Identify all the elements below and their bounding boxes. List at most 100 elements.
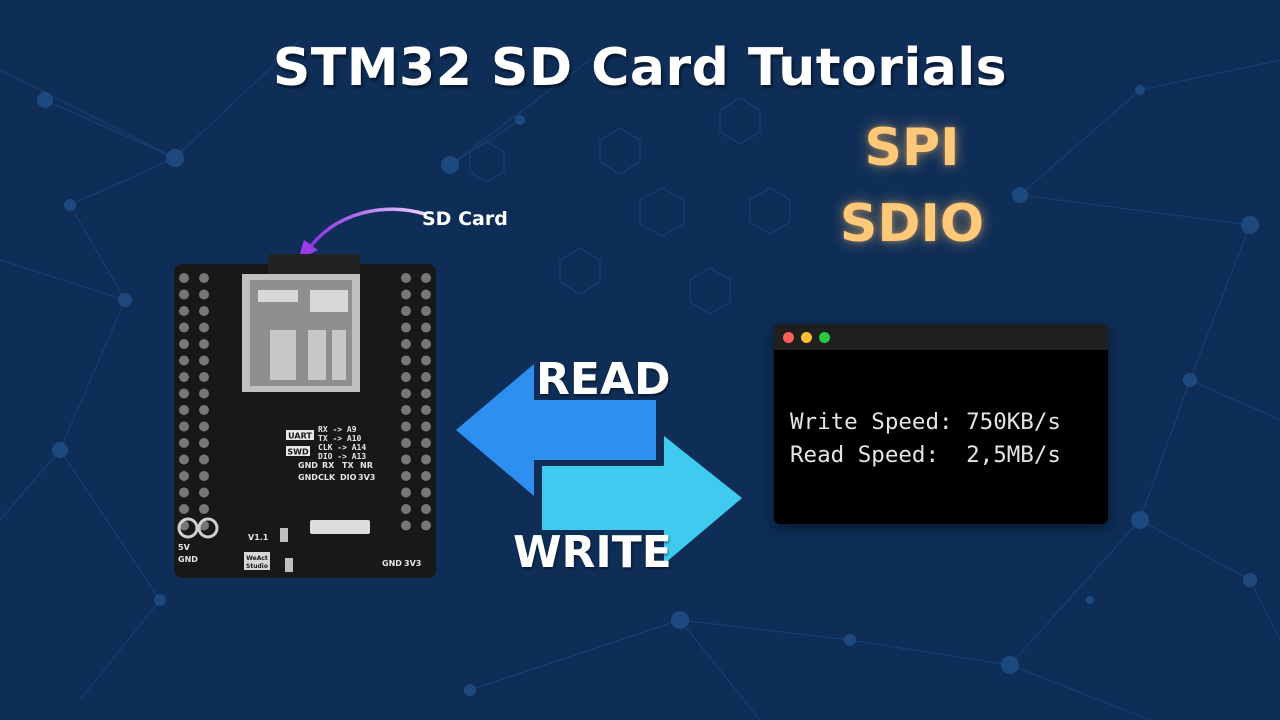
header-pin	[421, 372, 431, 382]
brand-logo-text: Studio	[246, 563, 268, 570]
header-pin	[199, 322, 209, 333]
pin-note: DIO -> A13	[318, 452, 366, 461]
header-pin	[179, 322, 189, 333]
header-pin	[199, 504, 209, 514]
header-pin	[401, 487, 411, 498]
maximize-window-dot-icon[interactable]	[819, 332, 830, 343]
header-pin	[179, 388, 189, 399]
header-pin	[179, 273, 189, 283]
write-arrow	[542, 436, 742, 564]
header-pin	[179, 421, 189, 432]
header-pin	[401, 355, 411, 366]
header-pin	[199, 438, 209, 448]
header-pin	[421, 421, 431, 432]
pin-note: CLK -> A14	[318, 443, 366, 452]
page-title: STM32 SD Card Tutorials	[272, 38, 1008, 98]
header-pin	[401, 388, 411, 399]
terminal-window: Write Speed: 750KB/s Read Speed: 2,5MB/s	[774, 324, 1108, 524]
header-pin	[421, 339, 431, 349]
header-pin	[401, 322, 411, 333]
header-pin	[401, 339, 411, 349]
close-window-dot-icon[interactable]	[783, 332, 794, 343]
header-pin	[421, 471, 431, 481]
header-pin	[401, 306, 411, 316]
pin-note: TX -> A10	[318, 434, 362, 443]
uart-tag: UART	[288, 432, 312, 441]
header-pin	[421, 388, 431, 399]
header-pin	[179, 355, 189, 366]
header-pin	[199, 487, 209, 498]
header-label: NR	[360, 461, 373, 470]
header-label: RX	[322, 461, 335, 470]
header-pin	[401, 454, 411, 465]
header-pin	[401, 289, 411, 300]
read-arrow	[456, 364, 656, 496]
header-pin	[179, 454, 189, 465]
header-label: GND	[298, 461, 318, 470]
protocol-spi-label: SPI	[864, 118, 960, 178]
minimize-window-dot-icon[interactable]	[801, 332, 812, 343]
header-pin	[421, 322, 431, 333]
read-label: READ	[536, 354, 671, 405]
header-pin	[421, 273, 431, 283]
header-pin	[421, 355, 431, 366]
pin-note: RX -> A9	[318, 425, 357, 434]
header-pin	[199, 372, 209, 382]
swd-tag: SWD	[287, 448, 309, 457]
header-pin	[199, 273, 209, 283]
header-pin	[421, 454, 431, 465]
header-pin	[401, 372, 411, 382]
header-pin	[179, 471, 189, 481]
header-pin	[401, 405, 411, 415]
read-speed-line: Read Speed: 2,5MB/s	[790, 442, 1061, 468]
header-pin	[199, 339, 209, 349]
header-pin	[401, 273, 411, 283]
header-pin	[199, 471, 209, 481]
header-pin	[179, 306, 189, 316]
header-pin	[421, 504, 431, 514]
header-pin	[401, 421, 411, 432]
header-pin	[401, 520, 411, 531]
header-pin	[179, 487, 189, 498]
version-label: V1.1	[248, 533, 269, 542]
header-pin	[421, 405, 431, 415]
sd-card-label: SD Card	[422, 208, 508, 230]
header-pin	[421, 438, 431, 448]
header-pin	[179, 438, 189, 448]
header-pin	[199, 421, 209, 432]
header-label: GND	[178, 555, 198, 564]
brand-logo-text: WeAct	[246, 555, 268, 562]
protocol-sdio-label: SDIO	[839, 194, 985, 254]
header-pin	[421, 487, 431, 498]
header-pin	[199, 355, 209, 366]
header-pin	[199, 405, 209, 415]
header-label: GND	[382, 559, 402, 568]
header-pin	[199, 388, 209, 399]
terminal-output: Write Speed: 750KB/s Read Speed: 2,5MB/s	[774, 350, 1108, 472]
stm32-board-image: UART SWD RX -> A9 TX -> A10 CLK -> A14 D…	[174, 254, 436, 578]
header-pin	[421, 289, 431, 300]
header-label: 3V3	[358, 473, 375, 482]
terminal-title-bar	[774, 324, 1108, 350]
header-label: 5V	[178, 543, 191, 552]
header-pin	[179, 339, 189, 349]
header-label: GND	[298, 473, 318, 482]
header-pin	[401, 504, 411, 514]
header-label: TX	[342, 461, 354, 470]
header-pin	[401, 471, 411, 481]
header-pin	[179, 504, 189, 514]
header-label: DIO	[340, 473, 357, 482]
header-pin	[401, 438, 411, 448]
header-pin	[179, 405, 189, 415]
header-pin	[199, 454, 209, 465]
header-pin	[179, 372, 189, 382]
header-pin	[421, 520, 431, 531]
read-write-arrows	[456, 364, 742, 564]
header-pin	[179, 289, 189, 300]
header-pin	[199, 289, 209, 300]
write-speed-line: Write Speed: 750KB/s	[790, 409, 1061, 435]
header-label: CLK	[318, 473, 336, 482]
write-label: WRITE	[513, 527, 672, 578]
header-label: 3V3	[404, 559, 421, 568]
